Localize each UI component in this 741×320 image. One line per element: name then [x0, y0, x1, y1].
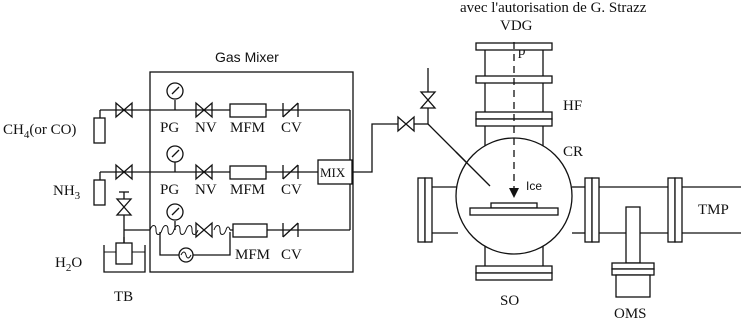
thermal-bath: [103, 245, 146, 273]
needle-valve-icon: [195, 221, 213, 239]
ch4-label: CH4(or CO): [3, 122, 76, 141]
water-flask: [115, 242, 133, 265]
mfm-box: [229, 165, 267, 180]
check-valve-icon: [282, 222, 299, 238]
vdg-label: VDG: [500, 18, 533, 34]
mfm-label: MFM: [230, 182, 265, 198]
heating-coil-icon: [149, 225, 199, 235]
nh3-label: NH3: [53, 183, 81, 202]
bottom-port-so: [475, 245, 553, 281]
header-note: avec l'autorisation de G. Strazz: [460, 0, 647, 16]
mfm-label: MFM: [230, 120, 265, 136]
hf-label: HF: [563, 98, 582, 114]
pg-label: PG: [160, 120, 179, 136]
h2o-valve-icon: [115, 198, 133, 216]
needle-valve-icon: [195, 163, 213, 181]
sample-holder: [469, 207, 559, 216]
pg-label: PG: [160, 182, 179, 198]
cv-label: CV: [281, 182, 302, 198]
cv-label: CV: [281, 247, 302, 263]
ice-label: Ice: [526, 179, 542, 193]
cv-label: CV: [281, 120, 302, 136]
mfm-box: [232, 223, 268, 238]
mfm-label: MFM: [235, 247, 270, 263]
supply-line-ch4: [93, 82, 351, 160]
left-port: [417, 177, 458, 243]
supply-line-nh3: [93, 145, 318, 206]
needle-valve-icon: [195, 101, 213, 119]
tmp-label: TMP: [698, 202, 729, 218]
oms-assembly: [611, 206, 655, 298]
gas-mixer-label: Gas Mixer: [215, 49, 279, 65]
nh3-cylinder: [93, 179, 106, 206]
check-valve-icon: [282, 102, 299, 118]
beam-arrowhead-icon: [509, 188, 519, 198]
nv-label: NV: [195, 120, 217, 136]
right-port-tmp: [572, 177, 741, 243]
vertical-valve-icon: [419, 91, 437, 109]
mix-label: MIX: [320, 165, 346, 180]
feed-valve-icon: [397, 115, 415, 133]
h2o-label: H2O: [55, 255, 82, 274]
nv-label: NV: [195, 182, 217, 198]
nh3-valve-icon: [115, 163, 133, 181]
mfm-box: [229, 103, 267, 118]
ch4-valve-icon: [115, 101, 133, 119]
check-valve-icon: [282, 164, 299, 180]
supply-line-h2o: [103, 184, 351, 273]
ice-sample: [490, 202, 538, 209]
cr-label: CR: [563, 144, 583, 160]
oms-label: OMS: [614, 306, 647, 320]
ch4-cylinder: [93, 117, 106, 144]
so-label: SO: [500, 293, 519, 309]
tb-label: TB: [114, 289, 133, 305]
